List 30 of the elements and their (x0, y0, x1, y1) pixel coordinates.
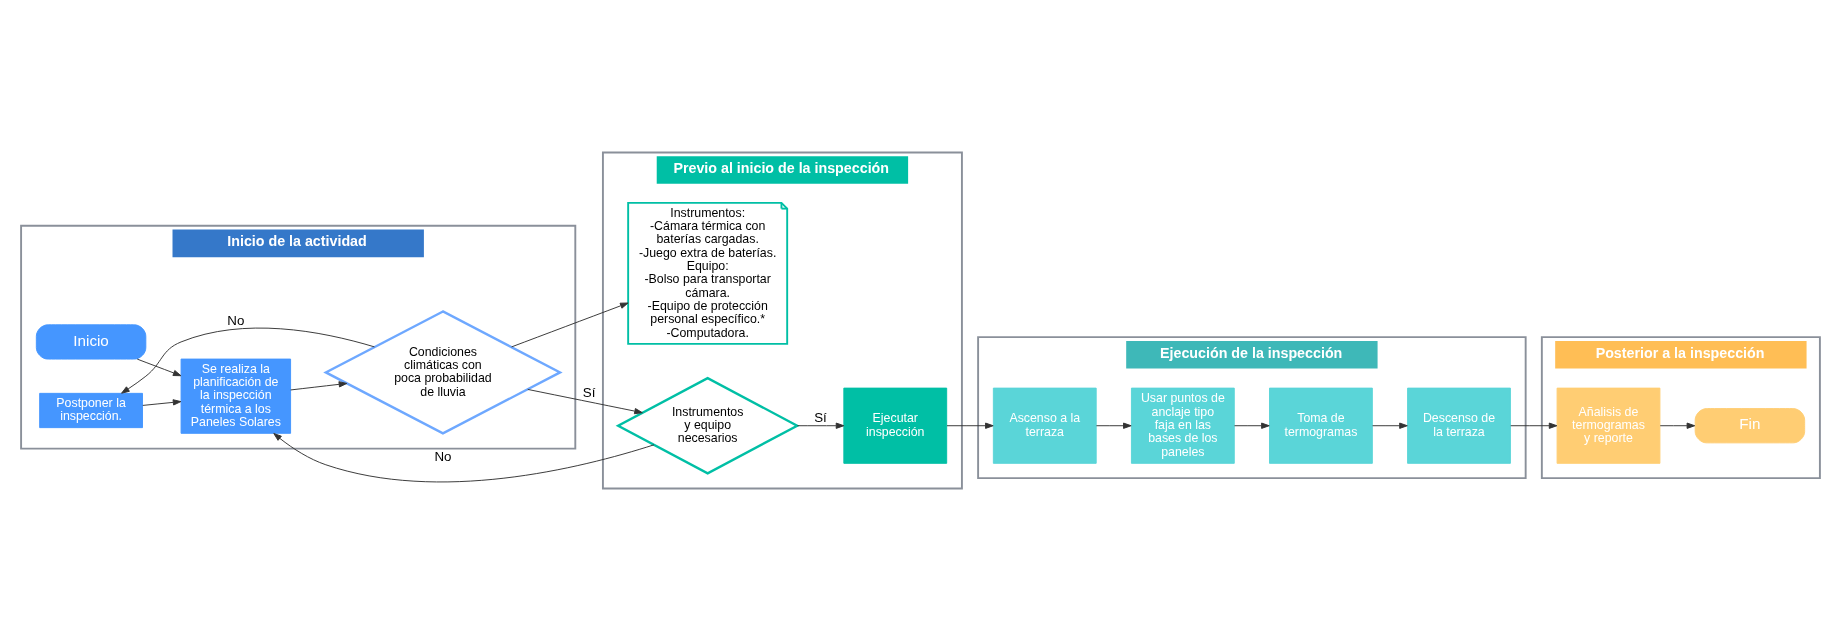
arrow (1372, 422, 1408, 429)
node-diamond: Instrumentos y equipo necesarios (615, 376, 800, 475)
arrow (290, 380, 348, 390)
node-box: Fin (1694, 407, 1806, 443)
arrow (142, 398, 182, 406)
edge-label: Sí (814, 409, 827, 425)
arrow (796, 422, 845, 429)
arrow (527, 388, 643, 414)
edge-label: No (227, 312, 245, 328)
node-box: Usar puntos de anclaje tipo faja en las bases de los paneles (1130, 387, 1235, 464)
arrow (121, 327, 375, 394)
edge-label: Sí (582, 384, 596, 400)
node-box: Añalisis de termogramas y reporte (1556, 387, 1661, 464)
node-box: Descenso de la terraza (1407, 387, 1511, 464)
arrow (1095, 422, 1132, 429)
node-box: Postponer la inspección. (39, 392, 143, 428)
arrow (1510, 422, 1558, 429)
arrow (1234, 422, 1270, 429)
arrow (136, 358, 182, 376)
node-box: Inicio (35, 323, 147, 360)
arrow (1659, 422, 1696, 429)
edge-label: No (434, 448, 452, 464)
node-box: Toma de termogramas (1269, 387, 1373, 464)
arrow (946, 422, 994, 429)
node-box: Ascenso a la terraza (992, 387, 1097, 464)
node-box: Ejecutar inspección (843, 387, 948, 464)
arrow (273, 432, 655, 482)
node-diamond: Condiciones climáticas con poca probabilidad de lluvia (323, 309, 563, 435)
node-box: Se realiza la planificación de la inspección térmica a los Paneles Solares (180, 358, 292, 434)
arrow (511, 302, 629, 347)
